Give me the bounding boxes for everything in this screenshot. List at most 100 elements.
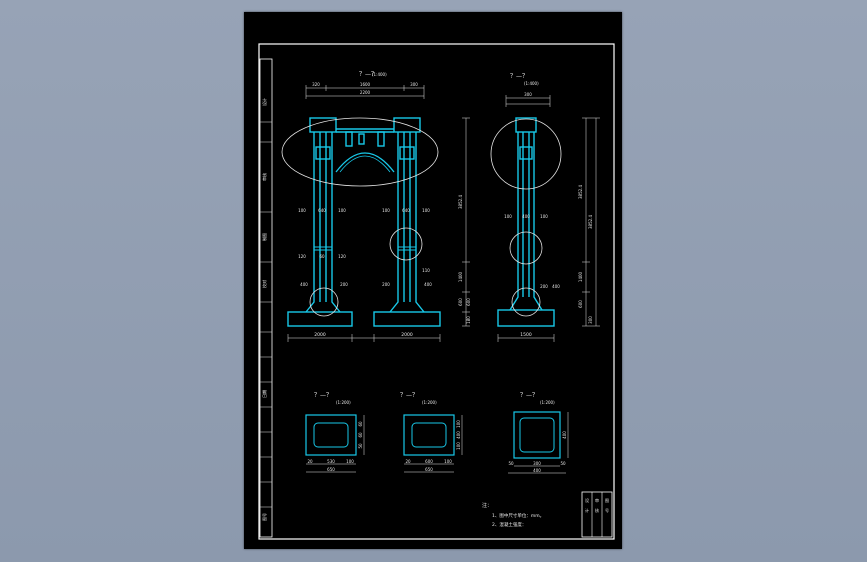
notes-line: 2、混凝土强度： — [492, 521, 526, 528]
side-dim-top: 300 — [524, 92, 532, 97]
front-height-dim: 3852.4 — [458, 195, 463, 209]
side-footing-width: 1500 — [520, 332, 532, 338]
section-dim-right: 50 — [358, 443, 363, 449]
front-top-dim-lines — [305, 85, 425, 99]
notes-heading: 注： — [482, 502, 492, 509]
section-dim: 100 — [346, 459, 354, 464]
left-strip-label: 设计 — [261, 98, 267, 106]
title-block-label: 计 — [585, 507, 589, 513]
section-dim: 50 — [508, 461, 514, 466]
section-scale: (1:200) — [336, 400, 351, 405]
side-dim-mid: 100 — [504, 214, 512, 219]
front-dim-mid: 100 — [298, 208, 306, 213]
section-2: ？—？ (1:200) 20 600 100 650 100 400 100 — [400, 392, 463, 473]
title-block-label: 审 — [595, 497, 599, 503]
left-info-strip — [259, 58, 273, 538]
front-tie-beams — [314, 246, 416, 251]
front-dim-base: 200 — [382, 282, 390, 287]
drawing-sheet: 设计 审核 制图 校对 日期 图号 ？—？ (1:400) 320 1600 3… — [244, 12, 622, 549]
front-height-dim: 1400 — [458, 271, 463, 282]
front-dim-base: 400 — [300, 282, 308, 287]
front-left-column — [305, 132, 341, 313]
front-height-dim: 180 — [466, 316, 471, 324]
front-arch — [335, 152, 395, 173]
title-block: 设 计 审 核 图 号 — [581, 491, 613, 538]
section-scale: (1:200) — [422, 400, 437, 405]
front-dim-mid: 100 — [422, 208, 430, 213]
front-dim-mid: 640 — [318, 208, 326, 213]
section-1: ？—？ (1:200) 20 530 100 650 60 60 50 — [305, 392, 365, 473]
front-footings — [287, 311, 441, 327]
front-dim-lower: 60 — [319, 254, 325, 259]
left-strip-ticks — [260, 121, 272, 508]
section-scale: (1:200) — [540, 400, 555, 405]
section-dim-right: 400 — [456, 431, 461, 439]
section-dim: 50 — [560, 461, 566, 466]
side-view: ？—？ (1:400) 300 100 400 100 200 400 — [490, 73, 600, 342]
front-dim-base: 400 — [424, 282, 432, 287]
section-dim: 20 — [405, 459, 411, 464]
front-dim-mid: 100 — [382, 208, 390, 213]
side-view-scale: (1:400) — [524, 81, 539, 86]
section-dim: 530 — [327, 459, 335, 464]
section-dim: 100 — [444, 459, 452, 464]
side-height-dim: 3852.4 — [578, 185, 583, 199]
left-strip-label: 审核 — [261, 173, 267, 181]
side-height-dim: 600 — [578, 300, 583, 308]
left-strip-labels: 设计 审核 制图 校对 日期 图号 — [261, 98, 267, 521]
front-cap-beam — [309, 117, 421, 147]
front-footing-width: 2000 — [314, 332, 326, 338]
side-top-dim-lines — [505, 95, 551, 107]
front-height-dim: 600 — [458, 298, 463, 306]
title-block-label: 核 — [595, 507, 599, 513]
notes: 注： 1、图中尺寸单位：mm。 2、混凝土强度： — [482, 502, 544, 528]
left-strip-label: 制图 — [261, 233, 267, 241]
section-dim-right: 400 — [562, 431, 567, 439]
front-footing-width: 2000 — [401, 332, 413, 338]
side-dim-mid: 100 — [540, 214, 548, 219]
front-view-scale: (1:400) — [372, 72, 387, 77]
section-dim: 300 — [533, 461, 541, 466]
title-block-label: 设 — [585, 497, 589, 503]
section-title: ？—？ — [400, 392, 418, 399]
drawing-frame — [258, 43, 615, 540]
section-title: ？—？ — [314, 392, 332, 399]
side-height-dim: 300 — [588, 316, 593, 324]
side-detail-circles — [490, 118, 562, 317]
section-total: 650 — [425, 467, 433, 472]
front-view-title: ？—？ — [359, 71, 377, 78]
front-dim-lower: 120 — [338, 254, 346, 259]
section-dim: 20 — [307, 459, 313, 464]
front-dim-lower: 120 — [298, 254, 306, 259]
section-total: 650 — [327, 467, 335, 472]
section-dim-right: 100 — [456, 420, 461, 428]
side-view-title: ？—？ — [510, 73, 528, 80]
front-arch-inner — [339, 155, 391, 173]
side-height-dim: 3852.4 — [588, 215, 593, 229]
left-strip-label: 校对 — [261, 280, 267, 288]
side-dim-base: 400 — [552, 284, 560, 289]
front-right-dim-line — [462, 117, 470, 327]
title-block-label: 图 — [605, 497, 609, 503]
left-strip-label: 图号 — [261, 513, 267, 521]
front-detail-ellipses — [281, 117, 439, 317]
front-right-column — [389, 132, 425, 313]
section-title: ？—？ — [520, 392, 538, 399]
section-dim: 600 — [425, 459, 433, 464]
side-right-dim-line — [582, 117, 600, 327]
section-total: 400 — [533, 468, 541, 473]
front-dim-top-mid: 1600 — [360, 82, 371, 87]
front-dim-mid: 100 — [338, 208, 346, 213]
notes-line: 1、图中尺寸单位：mm。 — [492, 512, 544, 519]
front-dim-mid: 640 — [402, 208, 410, 213]
section-dim-right: 60 — [358, 432, 363, 438]
front-dim-lower: 110 — [422, 268, 430, 273]
front-bottom-dim-line — [287, 334, 441, 342]
cad-drawing: 设计 审核 制图 校对 日期 图号 ？—？ (1:400) 320 1600 3… — [258, 43, 615, 540]
front-dim-top-right: 300 — [410, 82, 418, 87]
front-middle-dims: 100 640 100 100 640 100 120 60 120 110 4… — [298, 208, 432, 287]
title-block-label: 号 — [605, 507, 609, 513]
side-dim-base: 200 — [540, 284, 548, 289]
section-3: ？—？ (1:200) 50 300 50 400 400 — [508, 392, 569, 474]
side-bottom-dim-line — [497, 334, 555, 342]
